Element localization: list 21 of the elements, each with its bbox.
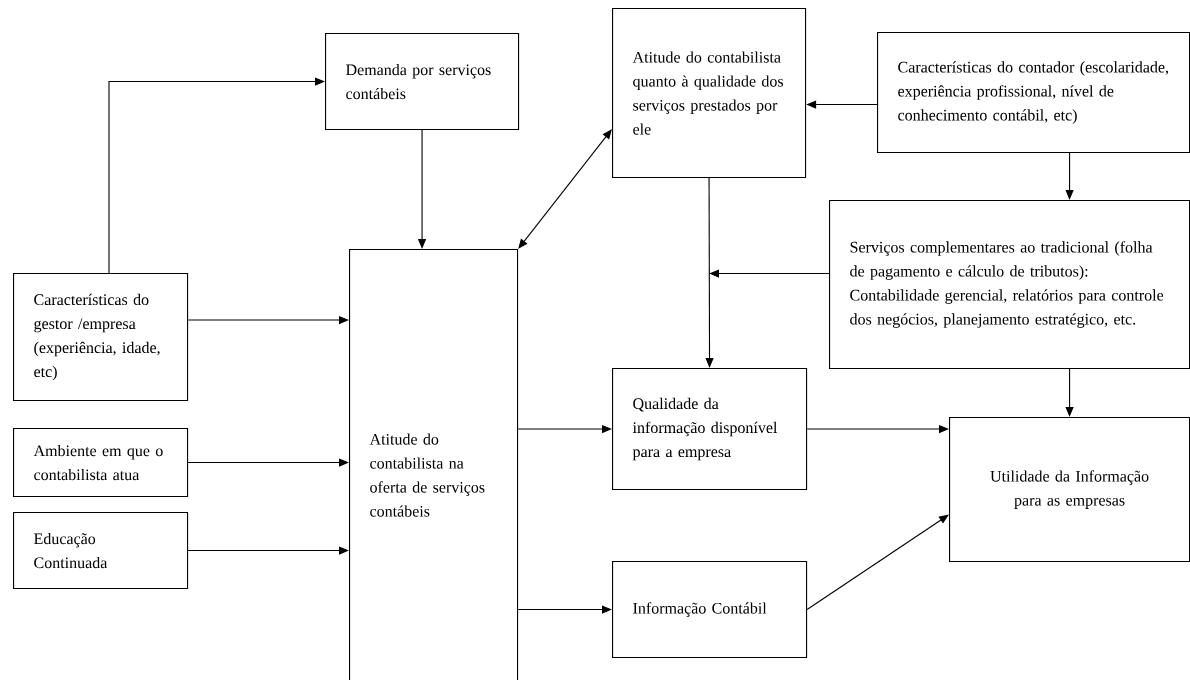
arrow xyxy=(108,77,325,274)
arrow xyxy=(806,514,949,611)
process-box: Serviços complementares ao tradicional (folha de pagamento e cálculo de tributos): Contabilidade gerencial, relatórios para controle dos negócios, planejamento estratégico, etc. xyxy=(829,200,1190,370)
arrow xyxy=(1065,152,1074,200)
process-box: Demanda por serviços contábeis xyxy=(325,33,520,131)
arrow xyxy=(518,129,612,249)
process-box: Atitude do contabilista quanto à qualidade dos serviços prestados por ele xyxy=(612,8,807,179)
process-box: Características do gestor /empresa (experiência, idade, etc) xyxy=(13,273,189,402)
process-box: Educação Continuada xyxy=(13,512,189,590)
arrow xyxy=(517,605,612,614)
process-box: Qualidade da informação disponível para a empresa xyxy=(612,368,808,491)
arrow xyxy=(709,269,830,278)
arrow xyxy=(187,458,349,467)
process-box: Ambiente em que o contabilista atua xyxy=(13,428,189,498)
process-box: Características do contador (escolaridade, experiência profissional, nível de conhecimento contábil, etc) xyxy=(877,32,1190,154)
arrow xyxy=(1065,368,1074,417)
process-box: Atitude do contabilista na oferta de serviços contábeis xyxy=(349,249,519,680)
arrow xyxy=(187,546,349,555)
process-box: Informação Contábil xyxy=(612,561,808,659)
process-box: Utilidade da Informação para as empresas xyxy=(949,417,1190,563)
arrow xyxy=(705,177,714,368)
